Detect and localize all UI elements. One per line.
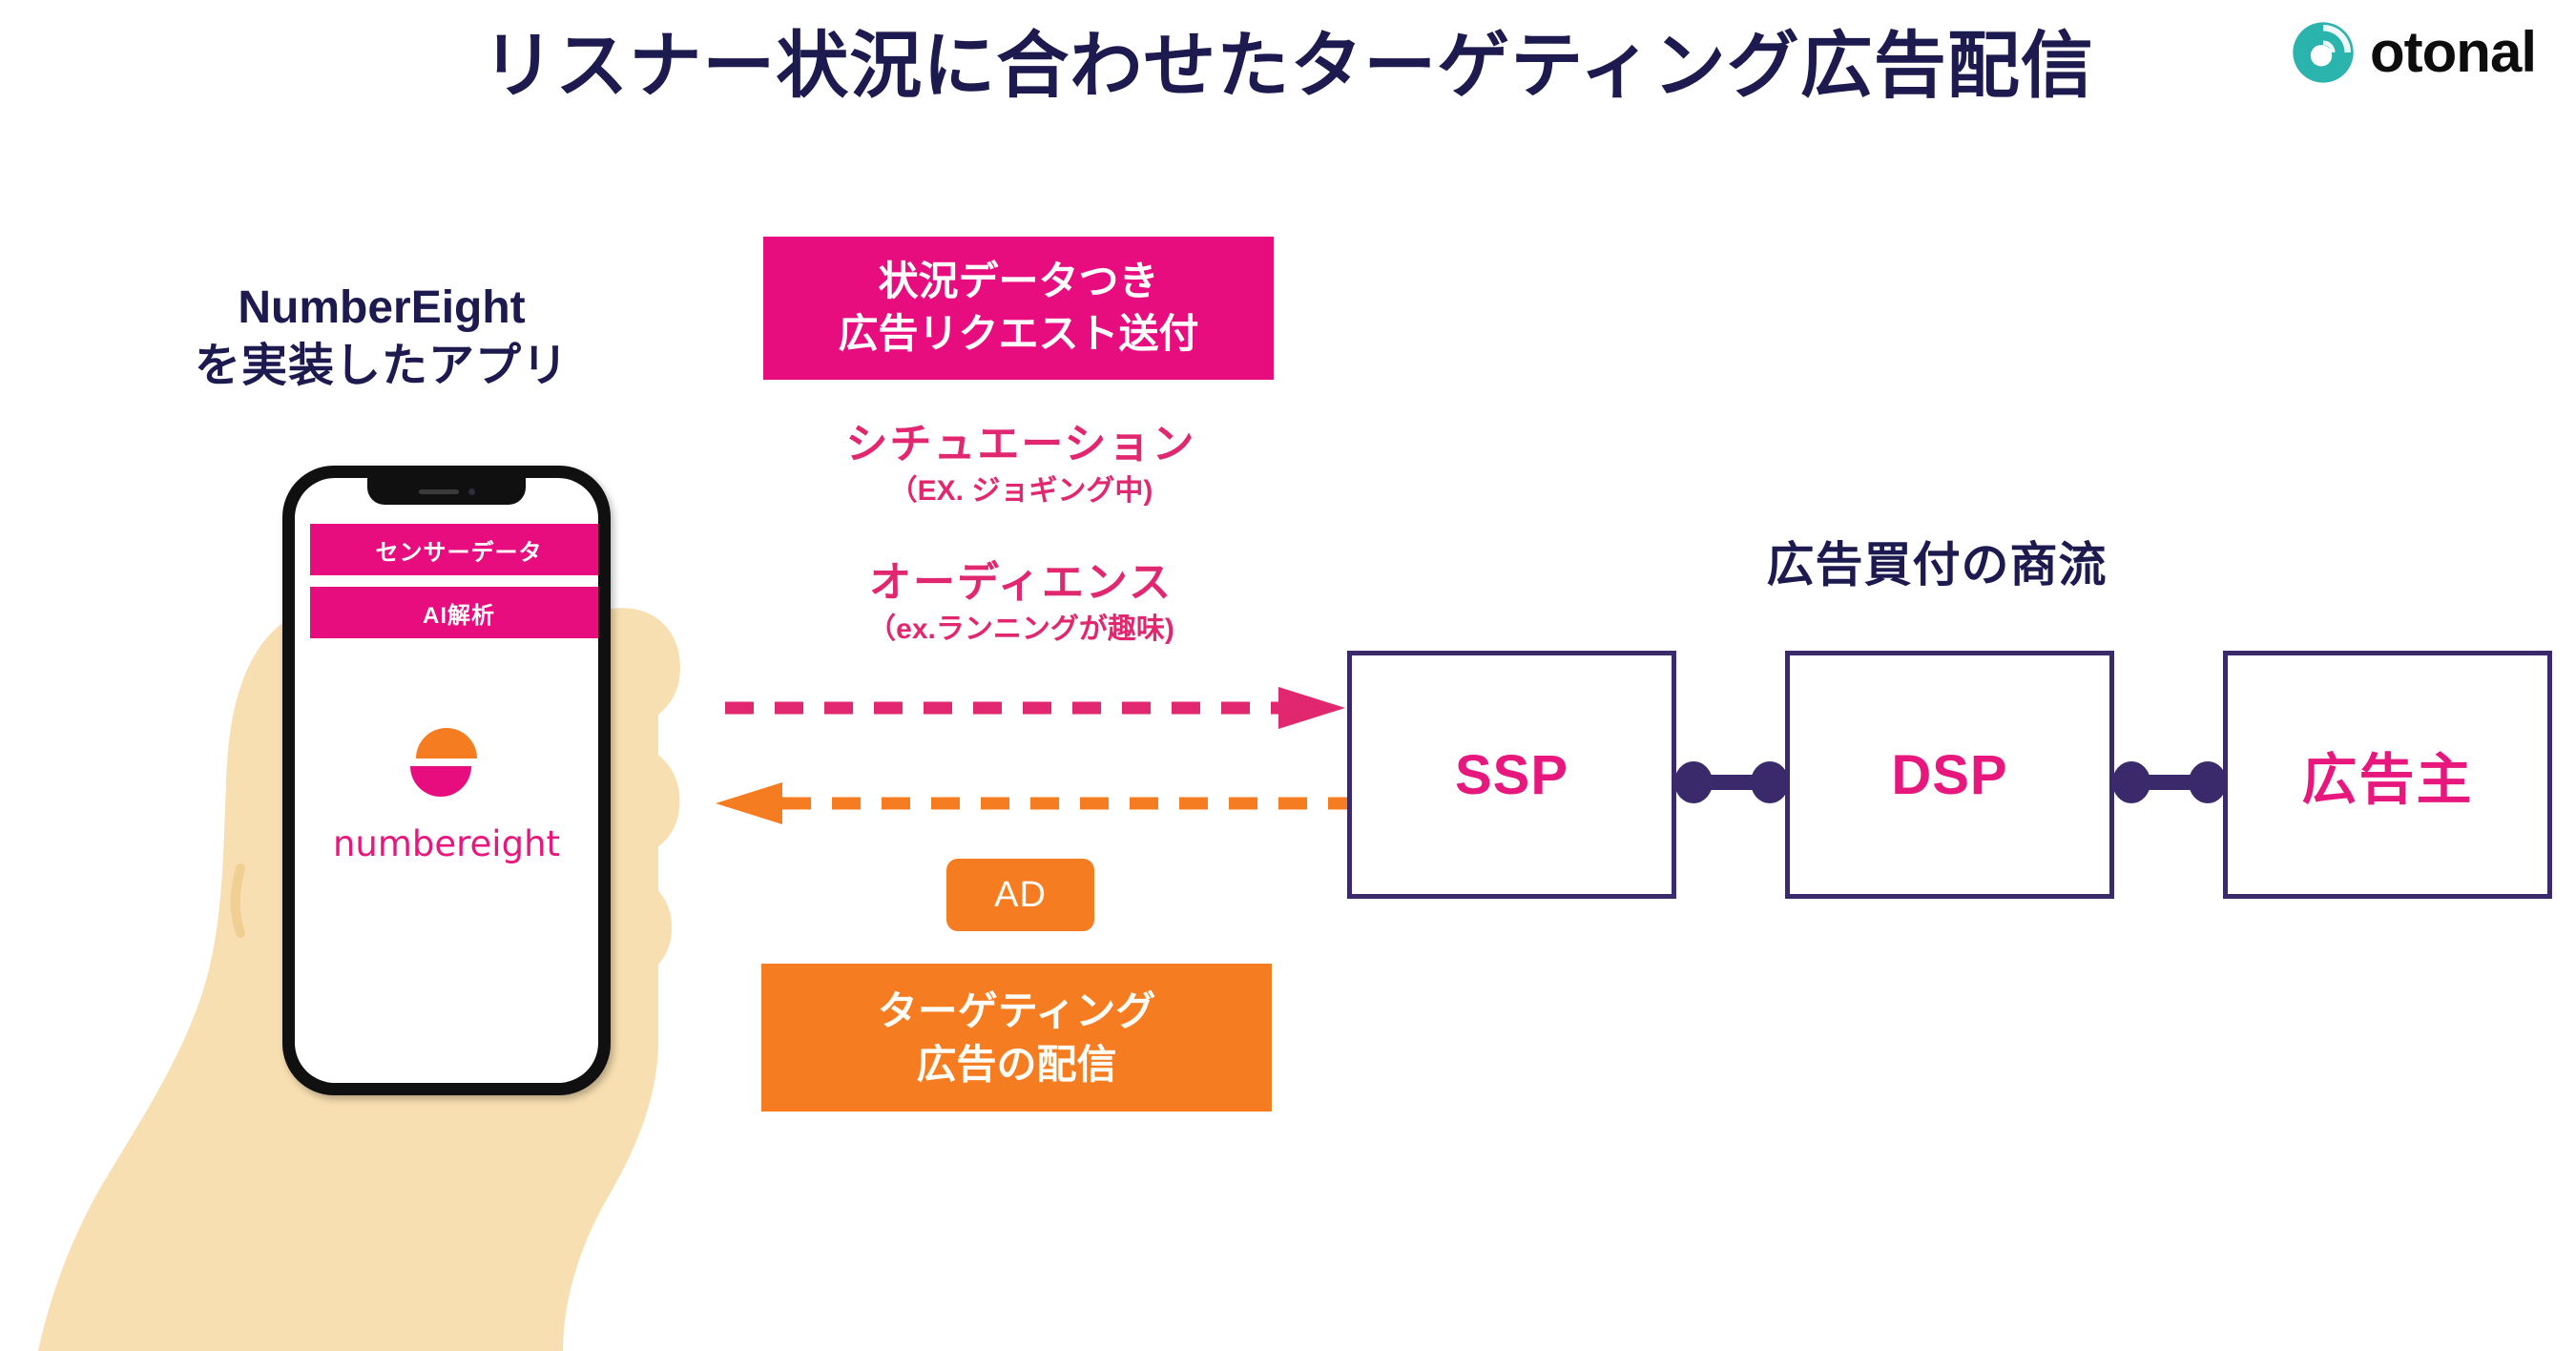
phone-screen: センサーデータ AI解析 numbereight — [295, 478, 598, 1083]
phone-notch — [367, 478, 526, 505]
annotation-audience-head: オーディエンス — [868, 559, 1174, 606]
app-caption: NumberEight を実装したアプリ — [134, 279, 630, 396]
flow-box-advertiser: 広告主 — [2223, 651, 2552, 899]
annotation-situation-head: シチュエーション — [845, 421, 1196, 468]
app-caption-line2: を実装したアプリ — [194, 341, 569, 392]
speaker-icon — [418, 488, 459, 494]
otonal-wordmark: otonal — [2370, 20, 2537, 84]
flow-box-dsp: DSP — [1785, 651, 2114, 899]
phone-bar-ai-analysis: AI解析 — [310, 587, 598, 638]
flow-box-ssp: SSP — [1347, 651, 1676, 899]
annotation-audience: オーディエンス （ex.ランニングが趣味) — [754, 558, 1288, 648]
delivery-banner-line2: 広告の配信 — [916, 1041, 1117, 1087]
connector-dsp-advertiser-icon — [2112, 761, 2227, 803]
app-caption-line1: NumberEight — [238, 282, 526, 333]
numbereight-logo: numbereight — [295, 717, 598, 864]
request-banner: 状況データつき 広告リクエスト送付 — [763, 237, 1274, 380]
connector-ssp-dsp-icon — [1674, 761, 1789, 803]
delivery-banner: ターゲティング 広告の配信 — [761, 964, 1272, 1112]
ad-badge: AD — [946, 859, 1094, 931]
otonal-record-icon — [2293, 22, 2354, 83]
request-banner-line1: 状況データつき — [878, 259, 1159, 304]
flow-heading: 広告買付の商流 — [1766, 538, 2108, 592]
delivery-banner-line1: ターゲティング — [877, 988, 1156, 1034]
otonal-logo: otonal — [2292, 20, 2537, 84]
camera-icon — [467, 488, 475, 495]
phone-bar-sensor-data: センサーデータ — [310, 524, 598, 575]
arrow-request-right — [725, 687, 1345, 729]
annotation-situation-sub: （EX. ジョギング中) — [888, 474, 1153, 507]
annotation-audience-sub: （ex.ランニングが趣味) — [867, 613, 1174, 645]
phone-mockup: センサーデータ AI解析 numbereight — [282, 466, 611, 1095]
request-banner-line2: 広告リクエスト送付 — [838, 311, 1199, 356]
arrow-delivery-left — [716, 782, 1350, 824]
numbereight-mark-icon — [410, 728, 477, 797]
numbereight-wordmark: numbereight — [332, 823, 561, 864]
annotation-situation: シチュエーション （EX. ジョギング中) — [754, 420, 1288, 509]
page-title: リスナー状況に合わせたターゲティング広告配信 — [482, 26, 2094, 107]
